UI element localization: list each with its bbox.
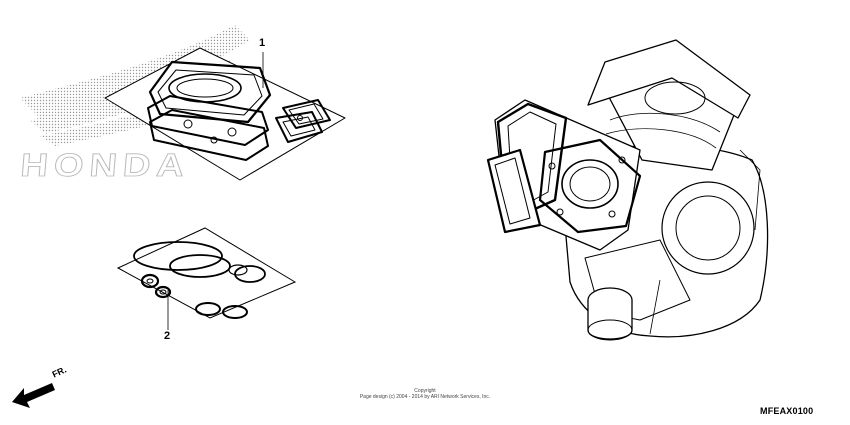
brand-wordmark: HONDA [19, 148, 192, 185]
copyright-line-2: Page design (c) 2004 - 2014 by ARI Netwo… [359, 394, 491, 400]
front-arrow-icon [12, 383, 55, 408]
copyright-notice: Copyright Page design (c) 2004 - 2014 by… [250, 388, 600, 400]
engine-illustration [486, 39, 769, 341]
copyright-line-1: Copyright [414, 388, 436, 394]
gasket-kit-b [116, 227, 297, 319]
gasket-kit-a [104, 47, 346, 181]
callout-2: 2 [164, 330, 171, 342]
diagram-code: MFEAX0100 [760, 406, 814, 416]
callout-1: 1 [259, 37, 266, 49]
